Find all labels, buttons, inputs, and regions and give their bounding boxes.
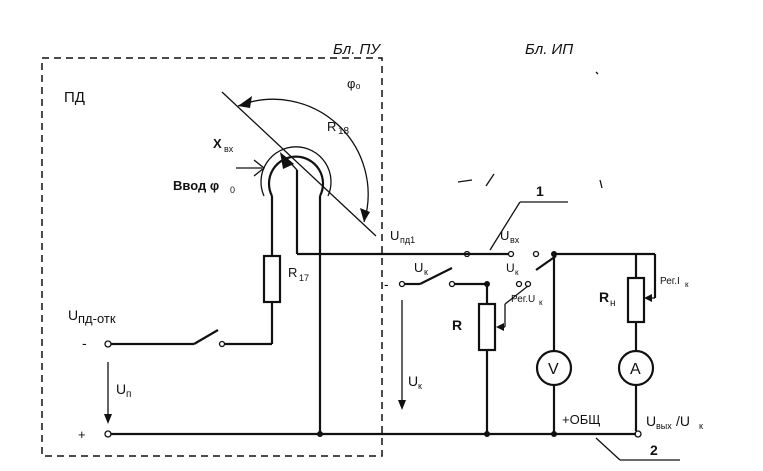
label-uk-switch: U [414, 260, 423, 275]
label-r: R [452, 317, 462, 333]
label-upd-otk: U [68, 307, 78, 323]
label-uk-arrow: U [408, 373, 418, 389]
switch-upd-otk [104, 329, 272, 348]
block-label-ip: Бл. ИП [525, 41, 573, 58]
terminal-minus-mid: - [384, 276, 389, 292]
label-uvyx-rest-sub: к [699, 421, 703, 431]
label-vvod-sub: 0 [230, 185, 235, 195]
label-uk-switch-sub: к [424, 267, 428, 277]
label-r17: R [288, 265, 297, 280]
label-uk-arrow-sub: к [418, 381, 422, 391]
label-uvx: U [500, 228, 509, 243]
label-uk-small-sub: к [515, 268, 519, 277]
label-upd-otk-rest: пд-отк [78, 311, 116, 326]
callout-2: 2 [650, 442, 658, 458]
label-vvod: Ввод φ [173, 178, 219, 193]
resistor-r17 [262, 254, 282, 304]
voltmeter-label: V [548, 361, 559, 378]
pd-block-boundary [41, 57, 383, 457]
label-uvyx: U [646, 413, 656, 429]
ammeter-label: A [630, 361, 641, 378]
label-reg-uk-sub: к [539, 298, 543, 307]
variable-resistor-r [477, 302, 497, 352]
label-obshch: +ОБЩ [562, 412, 600, 427]
label-reg-ik-sub: к [685, 280, 689, 289]
block-label-pu: Бл. ПУ [333, 41, 381, 58]
label-r18: R [327, 119, 336, 134]
label-uvyx-sub: вых [656, 421, 672, 431]
block-label-pd: ПД [64, 89, 85, 106]
rotary-potentiometer-r18 [221, 91, 377, 254]
label-uk-small: U [506, 261, 515, 275]
label-xvx-sub: вх [224, 144, 234, 154]
label-rn: R [599, 289, 609, 305]
label-uvyx-rest: /U [676, 413, 690, 429]
label-xvx: X [213, 136, 222, 151]
label-r18-sub: 18 [338, 126, 350, 137]
label-un: U [116, 381, 126, 397]
resistor-rn [626, 276, 646, 324]
label-upd1: U [390, 228, 399, 243]
label-phi0: φ₀ [347, 76, 361, 91]
label-reg-ik: Рег.I [660, 276, 680, 287]
label-reg-uk: Рег.U [511, 294, 535, 305]
label-upd1-sub: пд1 [400, 235, 415, 245]
label-rn-sub: н [610, 298, 616, 309]
label-r17-sub: 17 [299, 273, 309, 283]
callout-1: 1 [536, 183, 544, 199]
terminal-minus-left: - [82, 335, 87, 351]
terminal-plus-left: + [78, 427, 86, 442]
label-un-sub: п [126, 389, 131, 400]
label-uvx-sub: вх [510, 235, 520, 245]
